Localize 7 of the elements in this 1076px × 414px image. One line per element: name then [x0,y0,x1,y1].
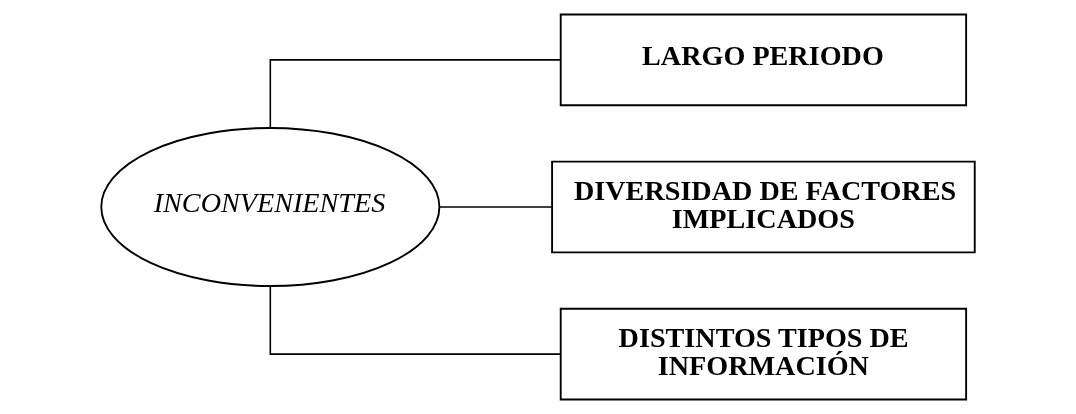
connector [269,59,561,129]
node-box: DIVERSIDAD DE FACTORES IMPLICADOS [551,160,976,254]
node-ellipse: INCONVENIENTES [100,127,441,287]
connector [269,285,561,355]
node-box: LARGO PERIODO [559,13,968,107]
connector [439,206,553,208]
node-box: DISTINTOS TIPOS DE INFORMACIÓN [559,307,968,401]
